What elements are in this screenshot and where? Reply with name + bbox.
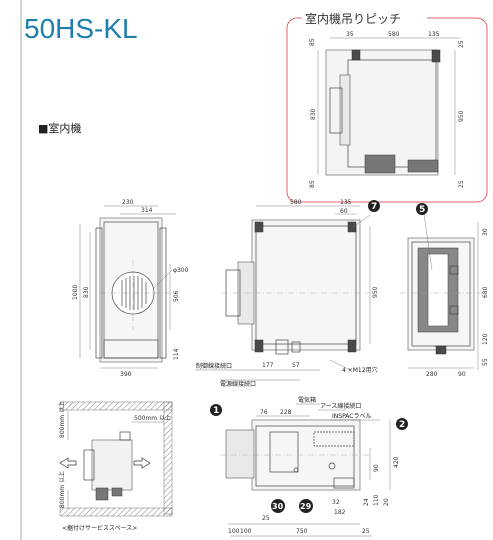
service-dim-bottom: 800mm 以上 <box>58 471 66 508</box>
control-wire-port-label: 制御線接続口 <box>196 362 232 370</box>
earth-wire-port-label: アース線接続口 <box>320 402 361 410</box>
pitch-dim-85-bottom: 85 <box>309 180 316 188</box>
pitch-dim-135: 135 <box>428 31 440 38</box>
rear-dim-680: 680 <box>482 286 489 298</box>
rear-dim-280: 280 <box>426 371 438 378</box>
electrical-box-label: 電気箱 <box>298 396 316 404</box>
front-dim-1000: 1000 <box>72 285 79 300</box>
pitch-dim-830: 830 <box>310 108 317 120</box>
rear-dim-90: 90 <box>458 371 466 378</box>
pitch-box: 室内機吊りピッチ 85 35 580 135 25 830 950 85 25 <box>286 11 488 203</box>
inspac-label: INSPACラベル <box>332 413 372 420</box>
callout-5-label: 5 <box>419 205 425 215</box>
bottom-dim-90: 90 <box>373 464 380 472</box>
rear-dim-55: 55 <box>482 358 489 366</box>
rear-dim-30: 30 <box>482 228 489 236</box>
service-dim-top: 800mm 以上 <box>58 401 66 438</box>
rear-dim-120: 120 <box>482 333 489 345</box>
front-dim-230: 230 <box>122 199 134 206</box>
side-dim-60: 60 <box>340 208 348 215</box>
callout-2 <box>396 418 408 430</box>
bottom-dim-20: 20 <box>383 498 390 506</box>
front-dim-506: 506 <box>173 290 180 302</box>
service-dim-side: 500mm 以上 <box>134 414 171 422</box>
bottom-dim-32: 32 <box>332 499 340 506</box>
side-view: 580 135 60 950 177 57 制御線接続口 電源線接続口 4 ×M… <box>195 199 380 388</box>
bottom-dim-25-left: 25 <box>262 515 270 522</box>
service-space-caption: <据付けサービススペース> <box>62 524 137 532</box>
front-view: 230 314 φ300 1000 830 506 114 390 <box>72 199 189 378</box>
front-dim-830: 830 <box>83 286 90 298</box>
front-dim-114: 114 <box>173 348 180 360</box>
pitch-dim-85-top: 85 <box>309 38 316 46</box>
callout-2-label: 2 <box>399 420 405 430</box>
bottom-dim-100-a: 100 <box>228 528 240 535</box>
side-dim-135: 135 <box>340 199 352 206</box>
callout-5 <box>416 203 428 215</box>
callout-7-label: 7 <box>371 202 377 212</box>
front-dim-314: 314 <box>141 207 153 214</box>
front-dim-390: 390 <box>120 371 132 378</box>
bolt-hole-label: 4 ×M12用穴 <box>342 366 378 374</box>
callout-30-label: 30 <box>272 502 284 511</box>
side-dim-950: 950 <box>372 286 379 298</box>
model-title: 50HS-KL <box>24 13 138 44</box>
callout-1 <box>210 404 222 416</box>
section-label: ■室内機 <box>38 121 81 135</box>
pitch-dim-950: 950 <box>458 110 465 122</box>
bottom-dim-420: 420 <box>393 456 400 468</box>
side-dim-177: 177 <box>262 362 274 369</box>
pitch-dim-580: 580 <box>388 31 400 38</box>
service-space-diagram: 800mm 以上 500mm 以上 800mm 以上 <据付けサービススペース> <box>58 401 173 532</box>
bottom-dim-228: 228 <box>280 409 292 416</box>
bottom-dim-100-b: 100 <box>240 528 252 535</box>
bottom-dim-25-right: 25 <box>362 528 370 535</box>
pitch-dim-25-bottom: 25 <box>458 180 465 188</box>
pitch-box-title: 室内機吊りピッチ <box>305 11 401 26</box>
bottom-dim-182: 182 <box>334 509 346 516</box>
airflow-in-arrow <box>59 457 77 469</box>
power-wire-port-label: 電源線接続口 <box>220 380 256 388</box>
callout-30 <box>271 499 285 513</box>
callout-29 <box>299 499 313 513</box>
side-dim-57: 57 <box>292 362 300 369</box>
pitch-dim-35: 35 <box>346 31 354 38</box>
rear-view: 30 680 120 55 280 90 5 <box>400 203 489 378</box>
side-dim-580: 580 <box>290 199 302 206</box>
front-dim-phi300: φ300 <box>173 267 189 274</box>
callout-7 <box>368 200 380 212</box>
bottom-dim-24: 24 <box>363 498 370 506</box>
airflow-out-arrow <box>133 457 151 469</box>
bottom-view: 76 228 90 420 32 182 24 110 20 25 100 10… <box>210 396 408 537</box>
bottom-dim-750: 750 <box>296 528 308 535</box>
pitch-dim-25-top: 25 <box>458 40 465 48</box>
bottom-dim-110: 110 <box>373 494 380 506</box>
callout-29-label: 29 <box>300 502 312 511</box>
bottom-dim-76: 76 <box>260 409 268 416</box>
callout-1-label: 1 <box>213 406 219 416</box>
